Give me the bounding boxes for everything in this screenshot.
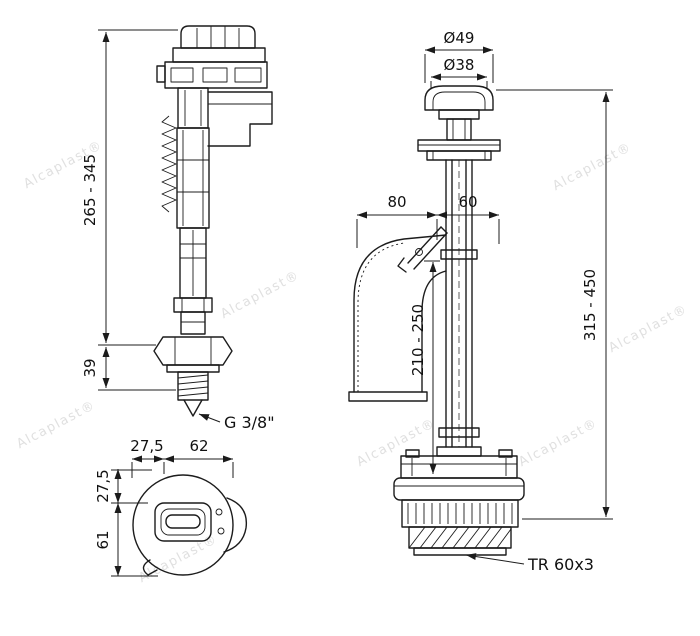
dim-left-thread-label: G 3/8" bbox=[224, 413, 275, 432]
dim-right-total-height: 315 - 450 bbox=[581, 269, 599, 341]
flush-valve-dimensions: Ø49 Ø38 80 60 210 - 250 315 - 450 TR 60x… bbox=[356, 29, 613, 574]
watermark-text: Alcaplast® bbox=[606, 302, 690, 356]
dim-body-right: 60 bbox=[458, 193, 477, 211]
dim-button-outer: Ø49 bbox=[444, 29, 475, 47]
dim-bottom-width: 62 bbox=[189, 437, 208, 455]
watermark-text: Alcaplast® bbox=[516, 416, 600, 470]
dim-right-thread-label: TR 60x3 bbox=[527, 555, 594, 574]
dim-body-left: 80 bbox=[387, 193, 406, 211]
dim-left-shank-height: 39 bbox=[81, 358, 99, 377]
fill-valve-dimensions: 265 - 345 39 G 3/8" bbox=[81, 29, 275, 432]
watermark-text: Alcaplast® bbox=[218, 268, 302, 322]
watermark-text: Alcaplast® bbox=[136, 532, 220, 586]
fill-valve-bottom-dimensions: 27,5 62 27,5 61 bbox=[94, 437, 234, 577]
dim-button-inner: Ø38 bbox=[444, 56, 475, 74]
dim-side-offset: 27,5 bbox=[94, 469, 112, 502]
watermark-text: Alcaplast® bbox=[354, 416, 438, 470]
dim-overflow-height: 210 - 250 bbox=[409, 304, 427, 376]
flush-valve-side-view bbox=[348, 85, 525, 556]
dim-bottom-offset: 27,5 bbox=[130, 437, 163, 455]
dim-left-total-height: 265 - 345 bbox=[81, 154, 99, 226]
watermark-text: Alcaplast® bbox=[550, 140, 634, 194]
watermark-text: Alcaplast® bbox=[14, 398, 98, 452]
fill-valve-bottom-view bbox=[132, 474, 248, 576]
fill-valve-side-view bbox=[153, 25, 273, 417]
dim-side-height: 61 bbox=[94, 530, 112, 549]
